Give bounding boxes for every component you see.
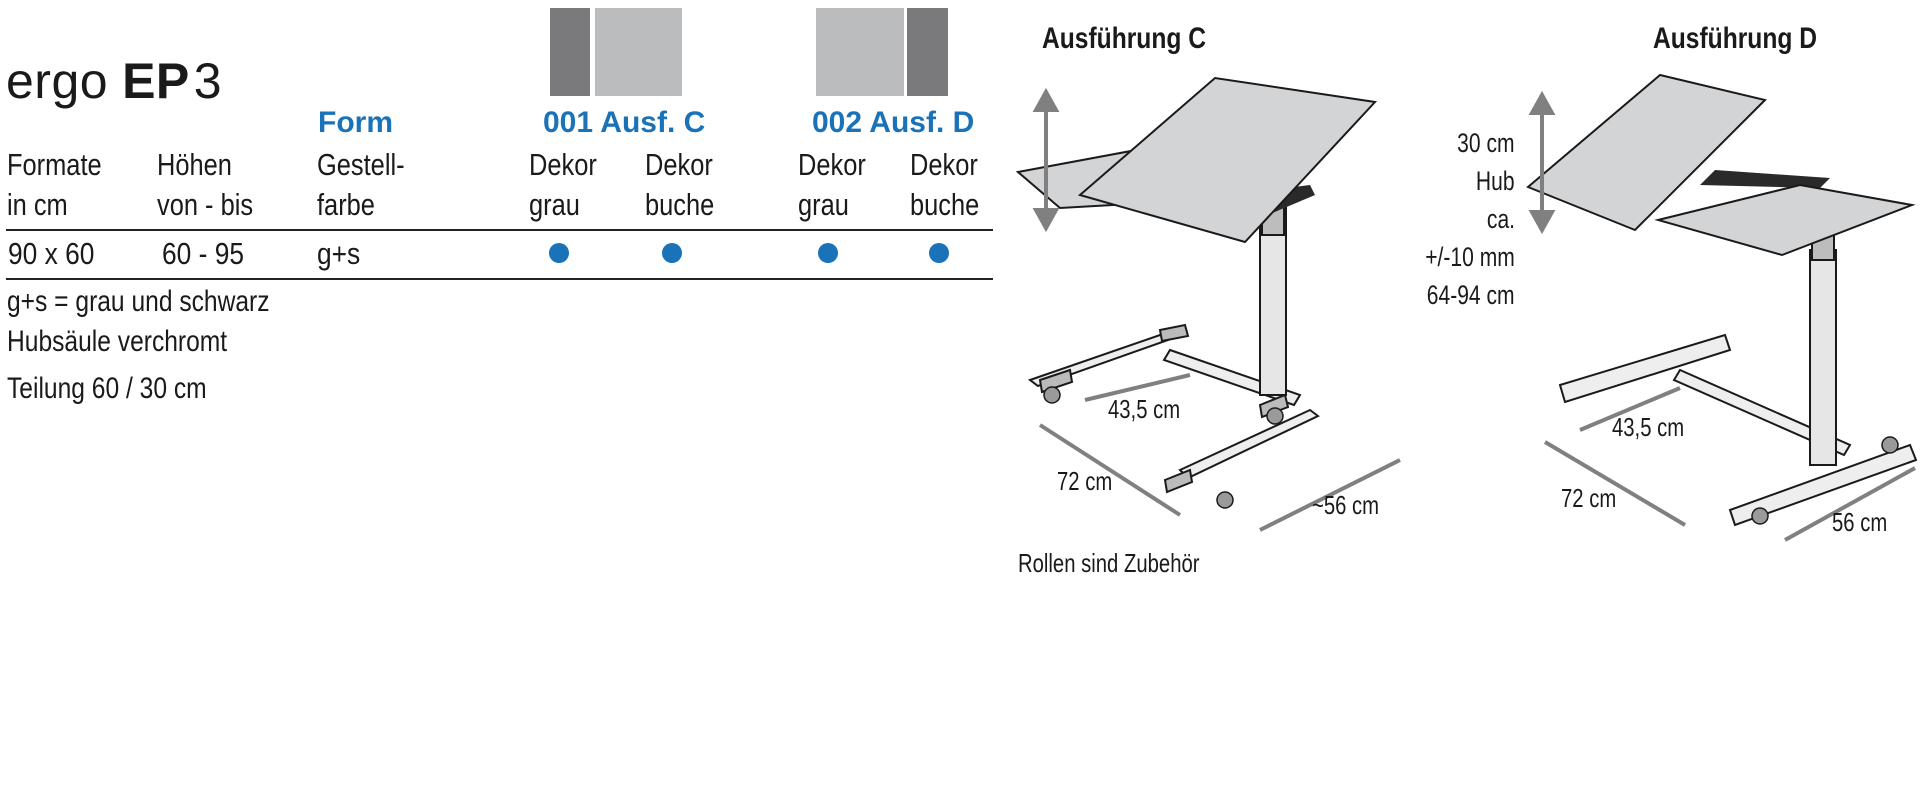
dim-base-d: 56 cm: [1832, 507, 1888, 537]
header-dekor-buche-d: Dekor buche: [910, 147, 980, 222]
header-dekor-grau-c: Dekor grau: [529, 147, 597, 222]
dim-depth-c: 43,5 cm: [1108, 394, 1181, 424]
availability-dot: [549, 243, 569, 263]
swatch-c-light: [595, 8, 682, 96]
availability-dot: [818, 243, 838, 263]
brand-model: EP: [122, 53, 190, 109]
header-dekor-buche-c: Dekor buche: [645, 147, 715, 222]
spec-line: 30 cm: [1457, 128, 1515, 158]
table-drawing-d: [1526, 73, 1918, 542]
note-line: g+s = grau und schwarz: [7, 285, 270, 318]
dim-depth-d: 43,5 cm: [1612, 412, 1685, 442]
drawing-d-title: Ausführung D: [1653, 22, 1817, 55]
drawing-c-caption: Rollen sind Zubehör: [1018, 548, 1200, 578]
brand-number: 3: [193, 53, 223, 109]
cell-heights: 60 - 95: [162, 236, 245, 271]
note-line: Hubsäule verchromt: [7, 325, 228, 358]
dim-base-c: ~56 cm: [1312, 490, 1380, 520]
variant-d-label: 002 Ausf. D: [812, 106, 975, 139]
variant-c-label: 001 Ausf. C: [543, 106, 706, 139]
note-line: Teilung 60 / 30 cm: [7, 372, 207, 405]
table-row-rule: [6, 278, 993, 280]
dim-width-c: 72 cm: [1057, 466, 1113, 496]
spec-line: Hub: [1476, 166, 1515, 196]
spec-line: +/-10 mm: [1425, 242, 1515, 272]
dim-width-d: 72 cm: [1561, 483, 1617, 513]
header-dekor-grau-d: Dekor grau: [798, 147, 866, 222]
header-formate: Formate in cm: [7, 147, 102, 222]
cell-frame: g+s: [317, 236, 361, 271]
availability-dot: [929, 243, 949, 263]
swatch-d-dark: [907, 8, 948, 96]
spec-line: 64-94 cm: [1427, 280, 1515, 310]
swatch-c-dark: [550, 8, 590, 96]
swatch-d-light: [816, 8, 904, 96]
spec-line: ca.: [1486, 204, 1515, 234]
table-header-rule: [6, 229, 993, 231]
form-label: Form: [318, 106, 393, 139]
header-hoehen: Höhen von - bis: [157, 147, 254, 222]
cell-format: 90 x 60: [8, 236, 95, 271]
availability-dot: [662, 243, 682, 263]
header-gestell: Gestell- farbe: [317, 147, 405, 222]
brand-prefix: ergo: [6, 53, 109, 109]
drawing-c-title: Ausführung C: [1042, 22, 1206, 55]
table-drawing-c: [1015, 76, 1401, 532]
